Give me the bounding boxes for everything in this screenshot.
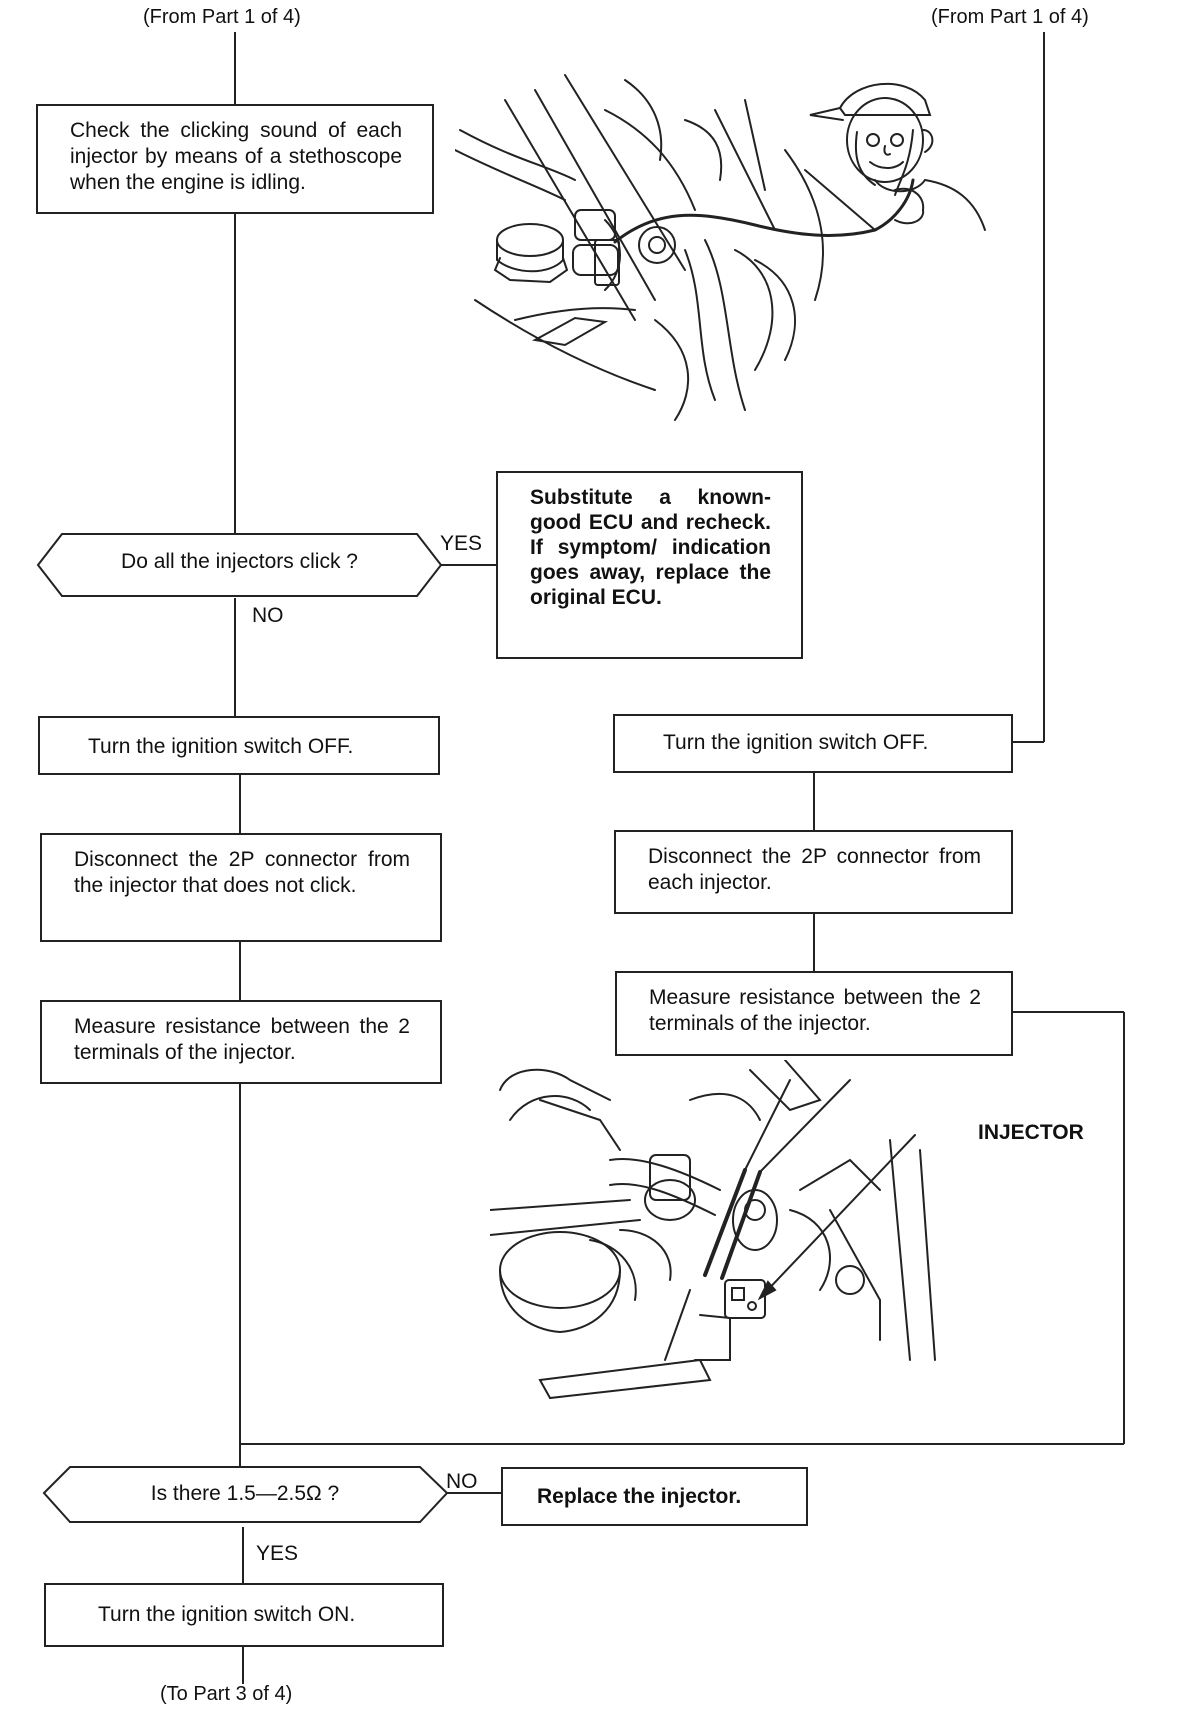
- disconnect-each-box: Disconnect the 2P connector from each in…: [614, 830, 1013, 914]
- injector-probe-illustration: [490, 1060, 936, 1400]
- resistance-yes-label: YES: [256, 1542, 299, 1565]
- click-yes-label: YES: [440, 532, 483, 555]
- resistance-no-label: NO: [446, 1470, 478, 1493]
- replace-injector-box: Replace the injector.: [501, 1467, 808, 1526]
- from-part1-left: (From Part 1 of 4): [143, 6, 301, 28]
- ignition-off-left-box: Turn the ignition switch OFF.: [38, 716, 440, 775]
- ignition-off-right-box: Turn the ignition switch OFF.: [613, 714, 1013, 773]
- check-clicking-box: Check the clicking sound of each injecto…: [36, 104, 434, 214]
- measure-right-text: Measure resistance between the 2 termina…: [649, 986, 981, 1035]
- check-clicking-text: Check the clicking sound of each injecto…: [70, 119, 402, 194]
- ignition-off-left-text: Turn the ignition switch OFF.: [88, 735, 354, 758]
- replace-injector-text: Replace the injector.: [537, 1485, 742, 1508]
- click-no-label: NO: [252, 604, 284, 627]
- click-question-text: Do all the injectors click ?: [121, 550, 358, 573]
- measure-right-box: Measure resistance between the 2 termina…: [615, 971, 1013, 1056]
- substitute-ecu-text: Substitute a known-good ECU and recheck.…: [530, 486, 771, 609]
- disconnect-each-text: Disconnect the 2P connector from each in…: [648, 845, 981, 894]
- disconnect-one-box: Disconnect the 2P connector from the inj…: [40, 833, 442, 942]
- ignition-off-right-text: Turn the ignition switch OFF.: [663, 731, 929, 754]
- substitute-ecu-box: Substitute a known-good ECU and recheck.…: [496, 471, 803, 659]
- decision-resistance: [42, 1466, 449, 1523]
- decision-injectors-click: [36, 533, 443, 597]
- ignition-on-box: Turn the ignition switch ON.: [44, 1583, 444, 1647]
- resistance-question-text: Is there 1.5—2.5Ω ?: [150, 1482, 340, 1505]
- ignition-on-text: Turn the ignition switch ON.: [98, 1603, 356, 1626]
- stethoscope-engine-illustration: [455, 74, 986, 421]
- from-part1-right: (From Part 1 of 4): [931, 6, 1089, 28]
- to-part3: (To Part 3 of 4): [160, 1683, 293, 1705]
- injector-callout: INJECTOR: [978, 1121, 1084, 1144]
- measure-left-box: Measure resistance between the 2 termina…: [40, 1000, 442, 1084]
- disconnect-one-text: Disconnect the 2P connector from the inj…: [74, 848, 410, 897]
- measure-left-text: Measure resistance between the 2 termina…: [74, 1015, 410, 1064]
